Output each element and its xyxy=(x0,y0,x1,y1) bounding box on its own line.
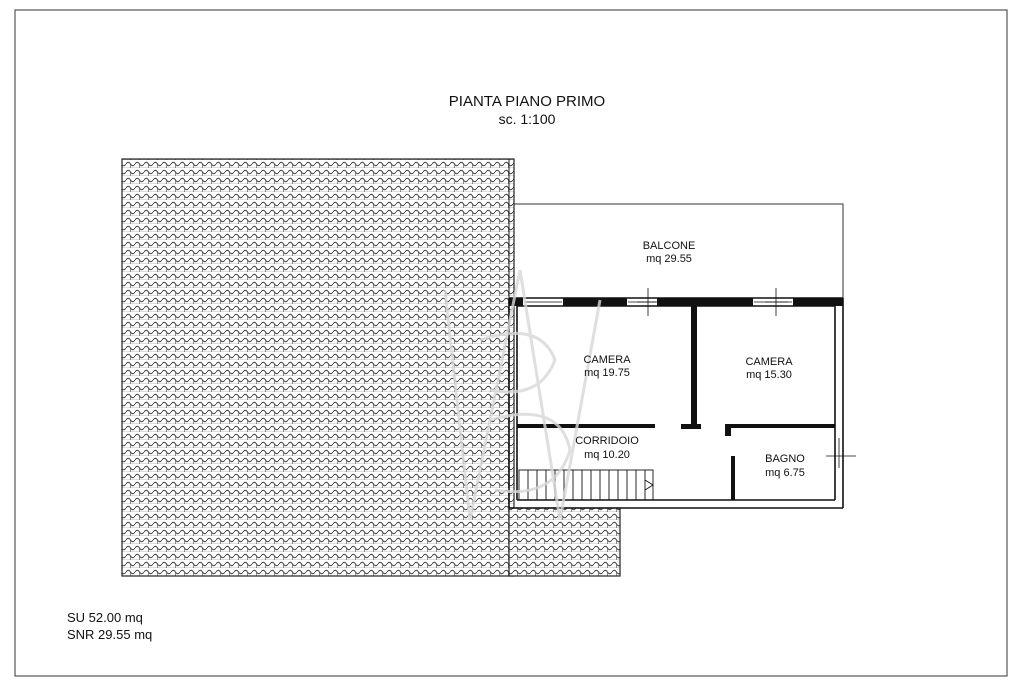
room-area: mq 6.75 xyxy=(765,467,805,479)
plan-scale: sc. 1:100 xyxy=(499,111,556,127)
room-area: mq 19.75 xyxy=(584,367,630,379)
room-area: mq 29.55 xyxy=(646,253,692,265)
summary-snr: SNR 29.55 mq xyxy=(67,627,152,642)
summary-su: SU 52.00 mq xyxy=(67,610,143,625)
roof-tiles xyxy=(121,158,621,577)
room-area: mq 10.20 xyxy=(584,449,630,461)
room-name: CORRIDOIO xyxy=(575,435,639,447)
watermark-logo xyxy=(443,269,602,521)
room-area: mq 15.30 xyxy=(746,369,792,381)
sheet-frame xyxy=(14,9,1008,677)
plan-title: PIANTA PIANO PRIMO xyxy=(449,93,605,110)
room-labels: BALCONE mq 29.55 CAMERA mq 19.75 CAMERA … xyxy=(575,240,805,479)
apartment-walls xyxy=(508,288,856,509)
room-name: CAMERA xyxy=(583,354,631,366)
room-name: CAMERA xyxy=(745,356,793,368)
room-name: BAGNO xyxy=(765,453,805,465)
balcony-outline xyxy=(514,203,844,298)
room-name: BALCONE xyxy=(643,240,696,252)
